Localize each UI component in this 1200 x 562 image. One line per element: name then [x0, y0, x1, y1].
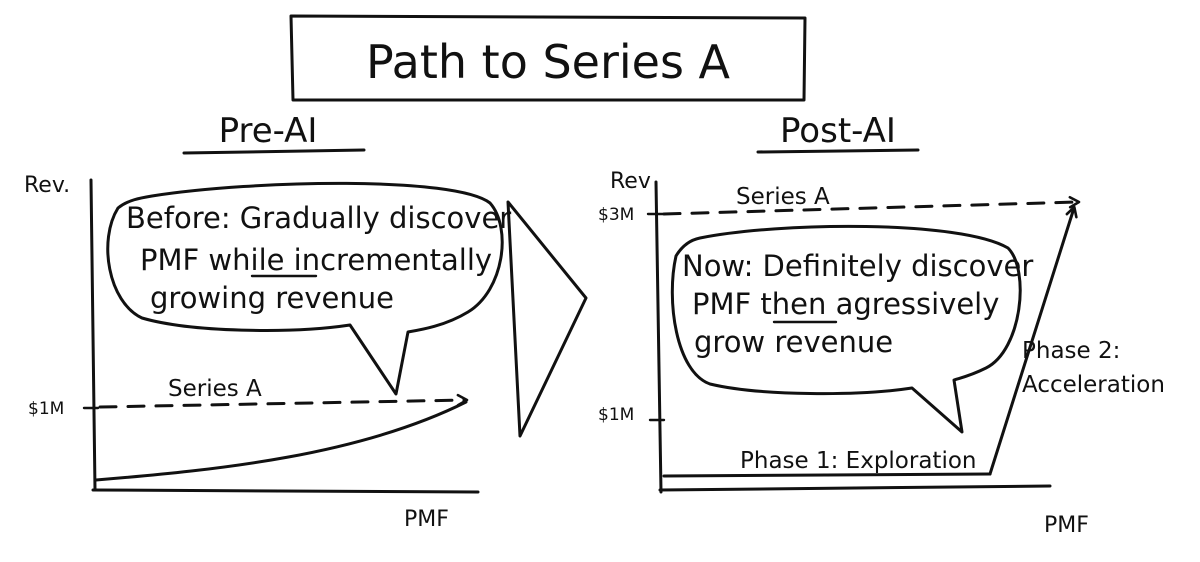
right-bubble-line-3: grow revenue [694, 325, 893, 359]
phase-1-label: Phase 1: Exploration [740, 448, 977, 474]
phase-2-label-line-1: Phase 2: [1022, 338, 1120, 364]
left-panel: Pre-AI Rev. PMF $1M Series A Before: Gra… [24, 111, 511, 532]
right-tick-1m-label: $1M [598, 405, 634, 425]
right-speech-bubble [670, 224, 1022, 434]
right-series-a-dashed-line [662, 195, 1081, 216]
right-x-axis-label: PMF [1044, 513, 1089, 538]
left-bubble-line-2: PMF while incrementally [140, 243, 492, 277]
left-heading: Pre-AI [219, 111, 318, 151]
diagram-title: Path to Series A [366, 35, 731, 89]
right-y-axis-label: Rev [610, 169, 651, 194]
right-exploration-line [662, 472, 992, 478]
right-panel: Post-AI Rev PMF $3M $1M Series A Phase 1… [598, 111, 1165, 538]
left-series-a-dashed-line [98, 393, 469, 409]
right-tick-3m-label: $3M [598, 205, 634, 225]
right-bubble-line-1: Now: Definitely discover [682, 249, 1033, 283]
right-heading: Post-AI [780, 111, 896, 151]
left-speech-bubble [106, 181, 504, 396]
right-x-axis [658, 484, 1052, 492]
phase-2-label-line-2: Acceleration [1022, 372, 1165, 398]
left-x-axis-label: PMF [404, 507, 449, 532]
left-x-axis [91, 488, 480, 494]
left-bubble-line-3: growing revenue [150, 281, 394, 315]
right-y-axis [654, 180, 663, 494]
title-box [289, 14, 807, 102]
right-heading-underline [756, 148, 920, 154]
left-y-axis-label: Rev. [24, 173, 70, 198]
left-y-axis [89, 178, 97, 492]
right-series-a-label: Series A [736, 184, 830, 210]
left-bubble-line-1: Before: Gradually discover [126, 201, 511, 235]
left-series-a-label: Series A [168, 376, 262, 402]
left-growth-curve [94, 400, 468, 482]
transition-arrow-shape [506, 200, 588, 438]
title-group: Path to Series A [289, 14, 807, 102]
right-acceleration-line [988, 205, 1078, 476]
left-tick-1m-label: $1M [28, 399, 64, 419]
left-heading-underline [182, 148, 366, 155]
right-bubble-line-2: PMF then agressively [692, 287, 999, 321]
